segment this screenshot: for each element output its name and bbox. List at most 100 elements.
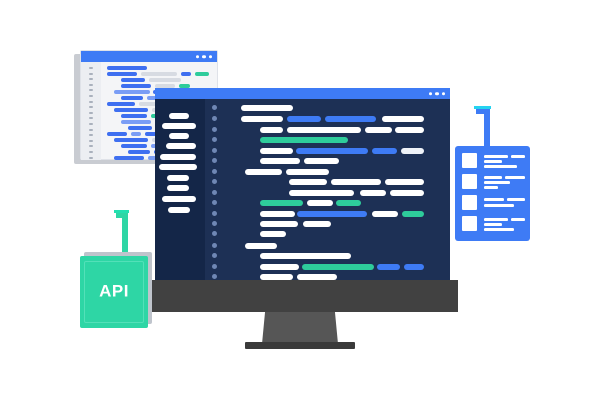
code-token xyxy=(260,127,283,133)
code-line-bullet-icon xyxy=(212,274,217,279)
window-dot-icon[interactable] xyxy=(435,91,439,96)
code-line[interactable] xyxy=(205,179,450,186)
checklist-item[interactable] xyxy=(462,195,525,215)
code-line-bullet-icon xyxy=(212,127,217,132)
code-token xyxy=(287,127,361,133)
window-dot-icon[interactable] xyxy=(195,54,199,59)
window-controls[interactable] xyxy=(195,54,212,59)
code-token xyxy=(286,169,329,175)
code-line[interactable] xyxy=(81,78,219,83)
sidebar-file-item[interactable] xyxy=(162,123,196,129)
code-line[interactable] xyxy=(205,137,450,144)
monitor-window-titlebar[interactable] xyxy=(155,88,450,99)
code-token xyxy=(402,211,424,217)
code-token xyxy=(372,148,397,154)
code-token xyxy=(155,84,175,88)
code-line-bullet-icon xyxy=(212,190,217,195)
code-line[interactable] xyxy=(205,200,450,207)
code-token xyxy=(385,179,424,185)
line-number-tick xyxy=(89,123,93,125)
code-token xyxy=(107,132,127,136)
code-line-bullet-icon xyxy=(212,105,217,110)
code-line[interactable] xyxy=(205,253,450,260)
code-line-bullet-icon xyxy=(212,169,217,174)
sidebar-file-item[interactable] xyxy=(166,143,196,149)
checkbox-icon[interactable] xyxy=(462,195,477,210)
api-checklist-card[interactable] xyxy=(455,146,530,241)
monitor-bezel xyxy=(148,280,458,312)
code-line[interactable] xyxy=(205,105,450,112)
code-token xyxy=(382,116,424,122)
code-line[interactable] xyxy=(81,66,219,71)
api-card-label: API xyxy=(99,281,129,301)
checkbox-icon[interactable] xyxy=(462,216,477,231)
code-token xyxy=(245,243,277,249)
line-number-tick xyxy=(89,89,93,92)
checklist-item[interactable] xyxy=(462,153,525,173)
sidebar-file-item[interactable] xyxy=(169,113,189,119)
code-line[interactable] xyxy=(205,127,450,134)
code-line[interactable] xyxy=(205,211,450,218)
sidebar-file-item[interactable] xyxy=(169,133,189,139)
line-number-tick xyxy=(89,156,93,159)
code-line-bullet-icon xyxy=(212,116,217,121)
checkbox-icon[interactable] xyxy=(462,174,477,189)
window-dot-icon[interactable] xyxy=(202,54,206,59)
window-dot-icon[interactable] xyxy=(208,54,212,59)
code-token xyxy=(128,126,152,130)
code-line[interactable] xyxy=(205,221,450,228)
window-dot-icon[interactable] xyxy=(441,91,445,96)
desktop-monitor-screen xyxy=(155,88,450,280)
line-number-tick xyxy=(89,145,93,148)
code-line[interactable] xyxy=(205,231,450,238)
line-number-tick xyxy=(89,117,93,120)
line-number-tick xyxy=(89,95,93,97)
checklist-item-text-line xyxy=(511,155,525,158)
code-line[interactable] xyxy=(81,72,219,77)
sidebar-file-item[interactable] xyxy=(159,164,197,170)
monitor-stand-neck xyxy=(262,312,338,344)
checklist-item[interactable] xyxy=(462,216,525,236)
sidebar-file-item[interactable] xyxy=(162,196,196,202)
code-token xyxy=(260,137,348,143)
code-token xyxy=(149,78,181,82)
checklist-item-text-line xyxy=(484,204,514,207)
window-dot-icon[interactable] xyxy=(428,91,432,96)
code-token xyxy=(260,274,293,280)
code-line-bullet-icon xyxy=(212,158,217,163)
monitor-file-sidebar[interactable] xyxy=(155,99,205,280)
code-line[interactable] xyxy=(205,190,450,197)
sidebar-file-item[interactable] xyxy=(167,185,189,191)
code-line-bullet-icon xyxy=(212,211,217,216)
checklist-item-text-line xyxy=(505,176,525,179)
code-line[interactable] xyxy=(205,158,450,165)
code-line[interactable] xyxy=(205,264,450,271)
sidebar-file-item[interactable] xyxy=(160,154,196,160)
api-tag-card[interactable]: API xyxy=(80,256,148,328)
checkbox-icon[interactable] xyxy=(462,153,477,168)
line-number-tick xyxy=(89,100,93,103)
code-token xyxy=(114,156,144,160)
code-line[interactable] xyxy=(205,243,450,250)
monitor-window-controls[interactable] xyxy=(428,91,445,96)
code-line[interactable] xyxy=(81,84,219,89)
line-number-tick xyxy=(89,78,93,81)
code-line-bullet-icon xyxy=(212,221,217,226)
code-editor-titlebar[interactable] xyxy=(81,51,217,62)
checklist-item-text-line xyxy=(507,198,525,201)
code-token xyxy=(121,84,151,88)
code-line[interactable] xyxy=(205,169,450,176)
code-token xyxy=(297,274,337,280)
code-line-bullet-icon xyxy=(212,179,217,184)
code-line[interactable] xyxy=(205,148,450,155)
checklist-item[interactable] xyxy=(462,174,525,194)
monitor-code-area[interactable] xyxy=(205,99,450,280)
sidebar-file-item[interactable] xyxy=(167,175,189,181)
checklist-item-text-line xyxy=(484,165,517,168)
line-number-tick xyxy=(89,151,93,153)
code-line[interactable] xyxy=(205,274,450,281)
sidebar-file-item[interactable] xyxy=(168,207,190,213)
code-line-bullet-icon xyxy=(212,243,217,248)
code-line[interactable] xyxy=(205,116,450,123)
code-token xyxy=(260,231,286,237)
